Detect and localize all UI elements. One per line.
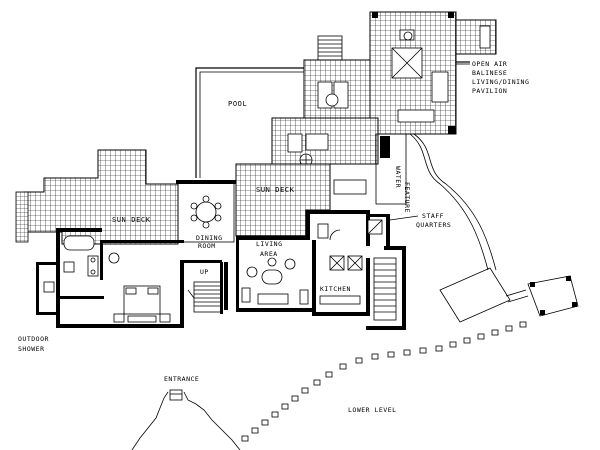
staff-quarters-label-line2: QUARTERS: [416, 221, 451, 229]
water-feature: [375, 133, 447, 205]
lower-level-label: LOWER LEVEL: [348, 406, 397, 414]
entrance-path: [131, 389, 241, 450]
garden-path: [439, 183, 579, 323]
pavilion-label-line3: LIVING/DINING: [472, 78, 529, 86]
pavilion-label-line4: PAVILION: [472, 87, 507, 95]
water-feature-label-line1: WATER: [394, 166, 402, 188]
outdoor-shower-label-line1: OUTDOOR: [18, 335, 49, 343]
pool: [195, 67, 306, 178]
upper-terrace: [271, 59, 379, 167]
sun-deck-center-label: SUN DECK: [256, 186, 295, 194]
pavilion-stairs: [317, 35, 343, 61]
pavilion-label-line2: BALINESE: [472, 69, 507, 77]
up-label: UP: [200, 268, 209, 276]
pool-label: POOL: [228, 100, 247, 108]
staff-quarters-label-line1: STAFF: [422, 212, 444, 220]
living-area-label-line1: LIVING: [256, 240, 282, 248]
pavilion-label: OPEN AIR BALINESE LIVING/DINING PAVILION: [456, 60, 529, 95]
water-feature-label-line2: FEATURE: [403, 182, 411, 213]
dining-room-label-line2: ROOM: [198, 242, 216, 250]
dining-room-label-line1: DINING: [196, 234, 222, 242]
dining-room: [176, 180, 236, 243]
main-house: [36, 210, 406, 330]
pavilion-label-line1: OPEN AIR: [472, 60, 507, 68]
living-area-label-line2: AREA: [260, 250, 278, 258]
stepping-stones: [241, 321, 527, 442]
outdoor-shower-label-line2: SHOWER: [18, 345, 44, 353]
entrance-label: ENTRANCE: [164, 375, 199, 383]
water-feature-label: WATER FEATURE: [394, 166, 411, 213]
sun-deck-left-label: SUN DECK: [112, 216, 151, 224]
staff-quarters-label: STAFF QUARTERS: [389, 212, 451, 229]
pavilion: [369, 11, 497, 135]
sun-deck-center: [235, 163, 367, 237]
kitchen-label: KITCHEN: [320, 285, 351, 293]
